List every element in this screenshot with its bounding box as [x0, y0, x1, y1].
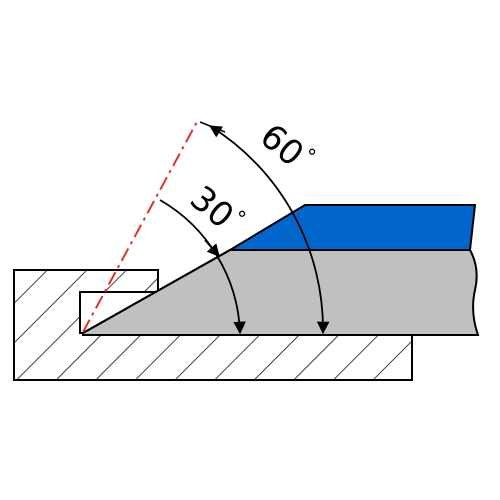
blue-surface-layer	[226, 204, 477, 251]
center-line	[82, 119, 199, 333]
hatched-base-part	[13, 269, 413, 381]
angle-label-30: 30	[182, 178, 241, 236]
angle-label-60: 60	[252, 116, 311, 174]
bevel-edge	[82, 249, 231, 334]
angle-arc-60	[208, 125, 330, 335]
angle-arc-30-upper-arrow	[204, 239, 220, 257]
